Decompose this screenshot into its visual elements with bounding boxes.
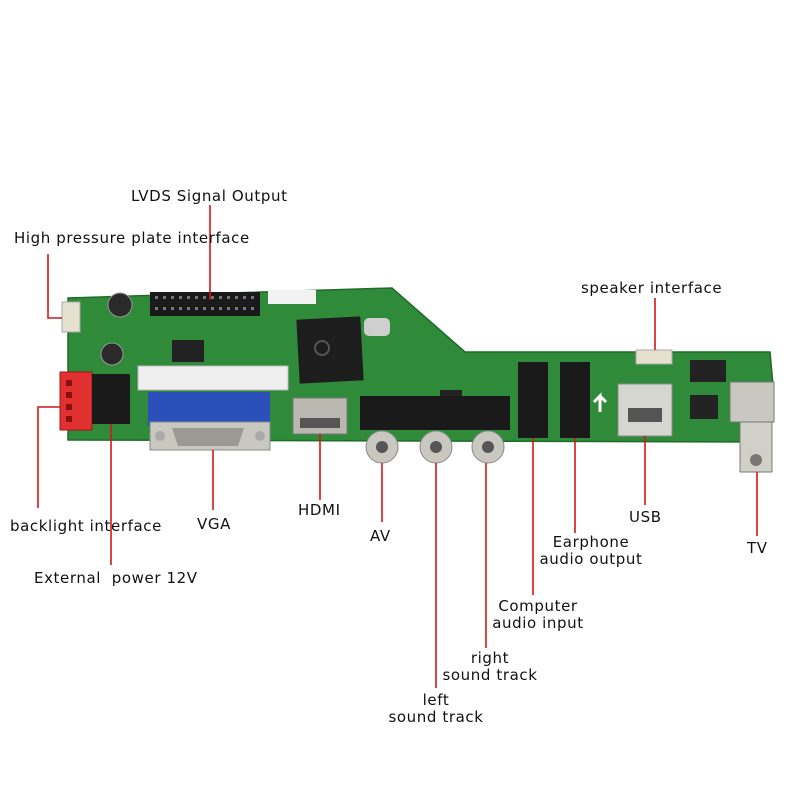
label-external-power: External power 12V — [34, 569, 198, 587]
label-lvds: LVDS Signal Output — [131, 187, 288, 205]
small-chip-1 — [172, 340, 204, 362]
tv-tuner-body — [729, 381, 775, 423]
label-earphone-line2: audio output — [539, 550, 643, 568]
lvds-pins — [155, 296, 254, 310]
capacitor-top — [107, 292, 133, 318]
label-right-line1: right — [470, 649, 510, 667]
label-right-line2: sound track — [442, 666, 538, 684]
label-av: AV — [370, 527, 391, 545]
chip-logo — [314, 340, 330, 356]
usb-slot — [628, 408, 662, 422]
hdmi-slot — [300, 418, 340, 428]
label-left-line1: left — [422, 691, 450, 709]
label-earphone-line1: Earphone — [552, 533, 630, 551]
label-usb: USB — [629, 508, 662, 526]
label-left-line2: sound track — [388, 708, 484, 726]
vga-port — [172, 428, 244, 446]
label-earphone: Earphone audio output — [536, 534, 646, 568]
backlight-connector — [59, 371, 93, 431]
label-computer: Computer audio input — [486, 598, 590, 632]
high-pressure-connector — [61, 301, 81, 333]
earphone-jack — [560, 362, 590, 438]
label-computer-line1: Computer — [498, 597, 578, 615]
tv-tuner-hole — [750, 454, 762, 466]
leader-lines — [37, 205, 758, 688]
small-chip-2 — [690, 360, 726, 382]
small-chip-3 — [690, 395, 718, 419]
label-high-pressure: High pressure plate interface — [14, 229, 250, 247]
label-speaker: speaker interface — [581, 279, 723, 297]
label-computer-line2: audio input — [492, 614, 584, 632]
vga-screw-right — [255, 431, 265, 441]
ribbon-connector — [137, 365, 289, 391]
capacitor-bottom — [100, 342, 124, 366]
hdmi-port — [292, 397, 348, 435]
board-arrow-mark — [592, 392, 608, 412]
computer-audio-jack — [518, 362, 548, 438]
leader-high-pressure — [47, 254, 62, 319]
vga-body — [148, 392, 270, 426]
leader-backlight — [37, 406, 60, 508]
vga-screw-left — [155, 431, 165, 441]
label-left-track: left sound track — [386, 692, 486, 726]
power-jack — [92, 374, 130, 424]
av-jacks — [360, 396, 510, 464]
label-right-track: right sound track — [440, 650, 540, 684]
label-backlight: backlight interface — [10, 517, 162, 535]
crystal — [364, 318, 390, 336]
lvds-header — [150, 292, 260, 316]
main-chip — [296, 316, 364, 384]
label-vga: VGA — [197, 515, 231, 533]
board-sticker — [268, 290, 316, 304]
backlight-pins — [66, 380, 72, 422]
speaker-connector — [635, 349, 673, 365]
label-hdmi: HDMI — [298, 501, 341, 519]
label-tv: TV — [747, 539, 768, 557]
